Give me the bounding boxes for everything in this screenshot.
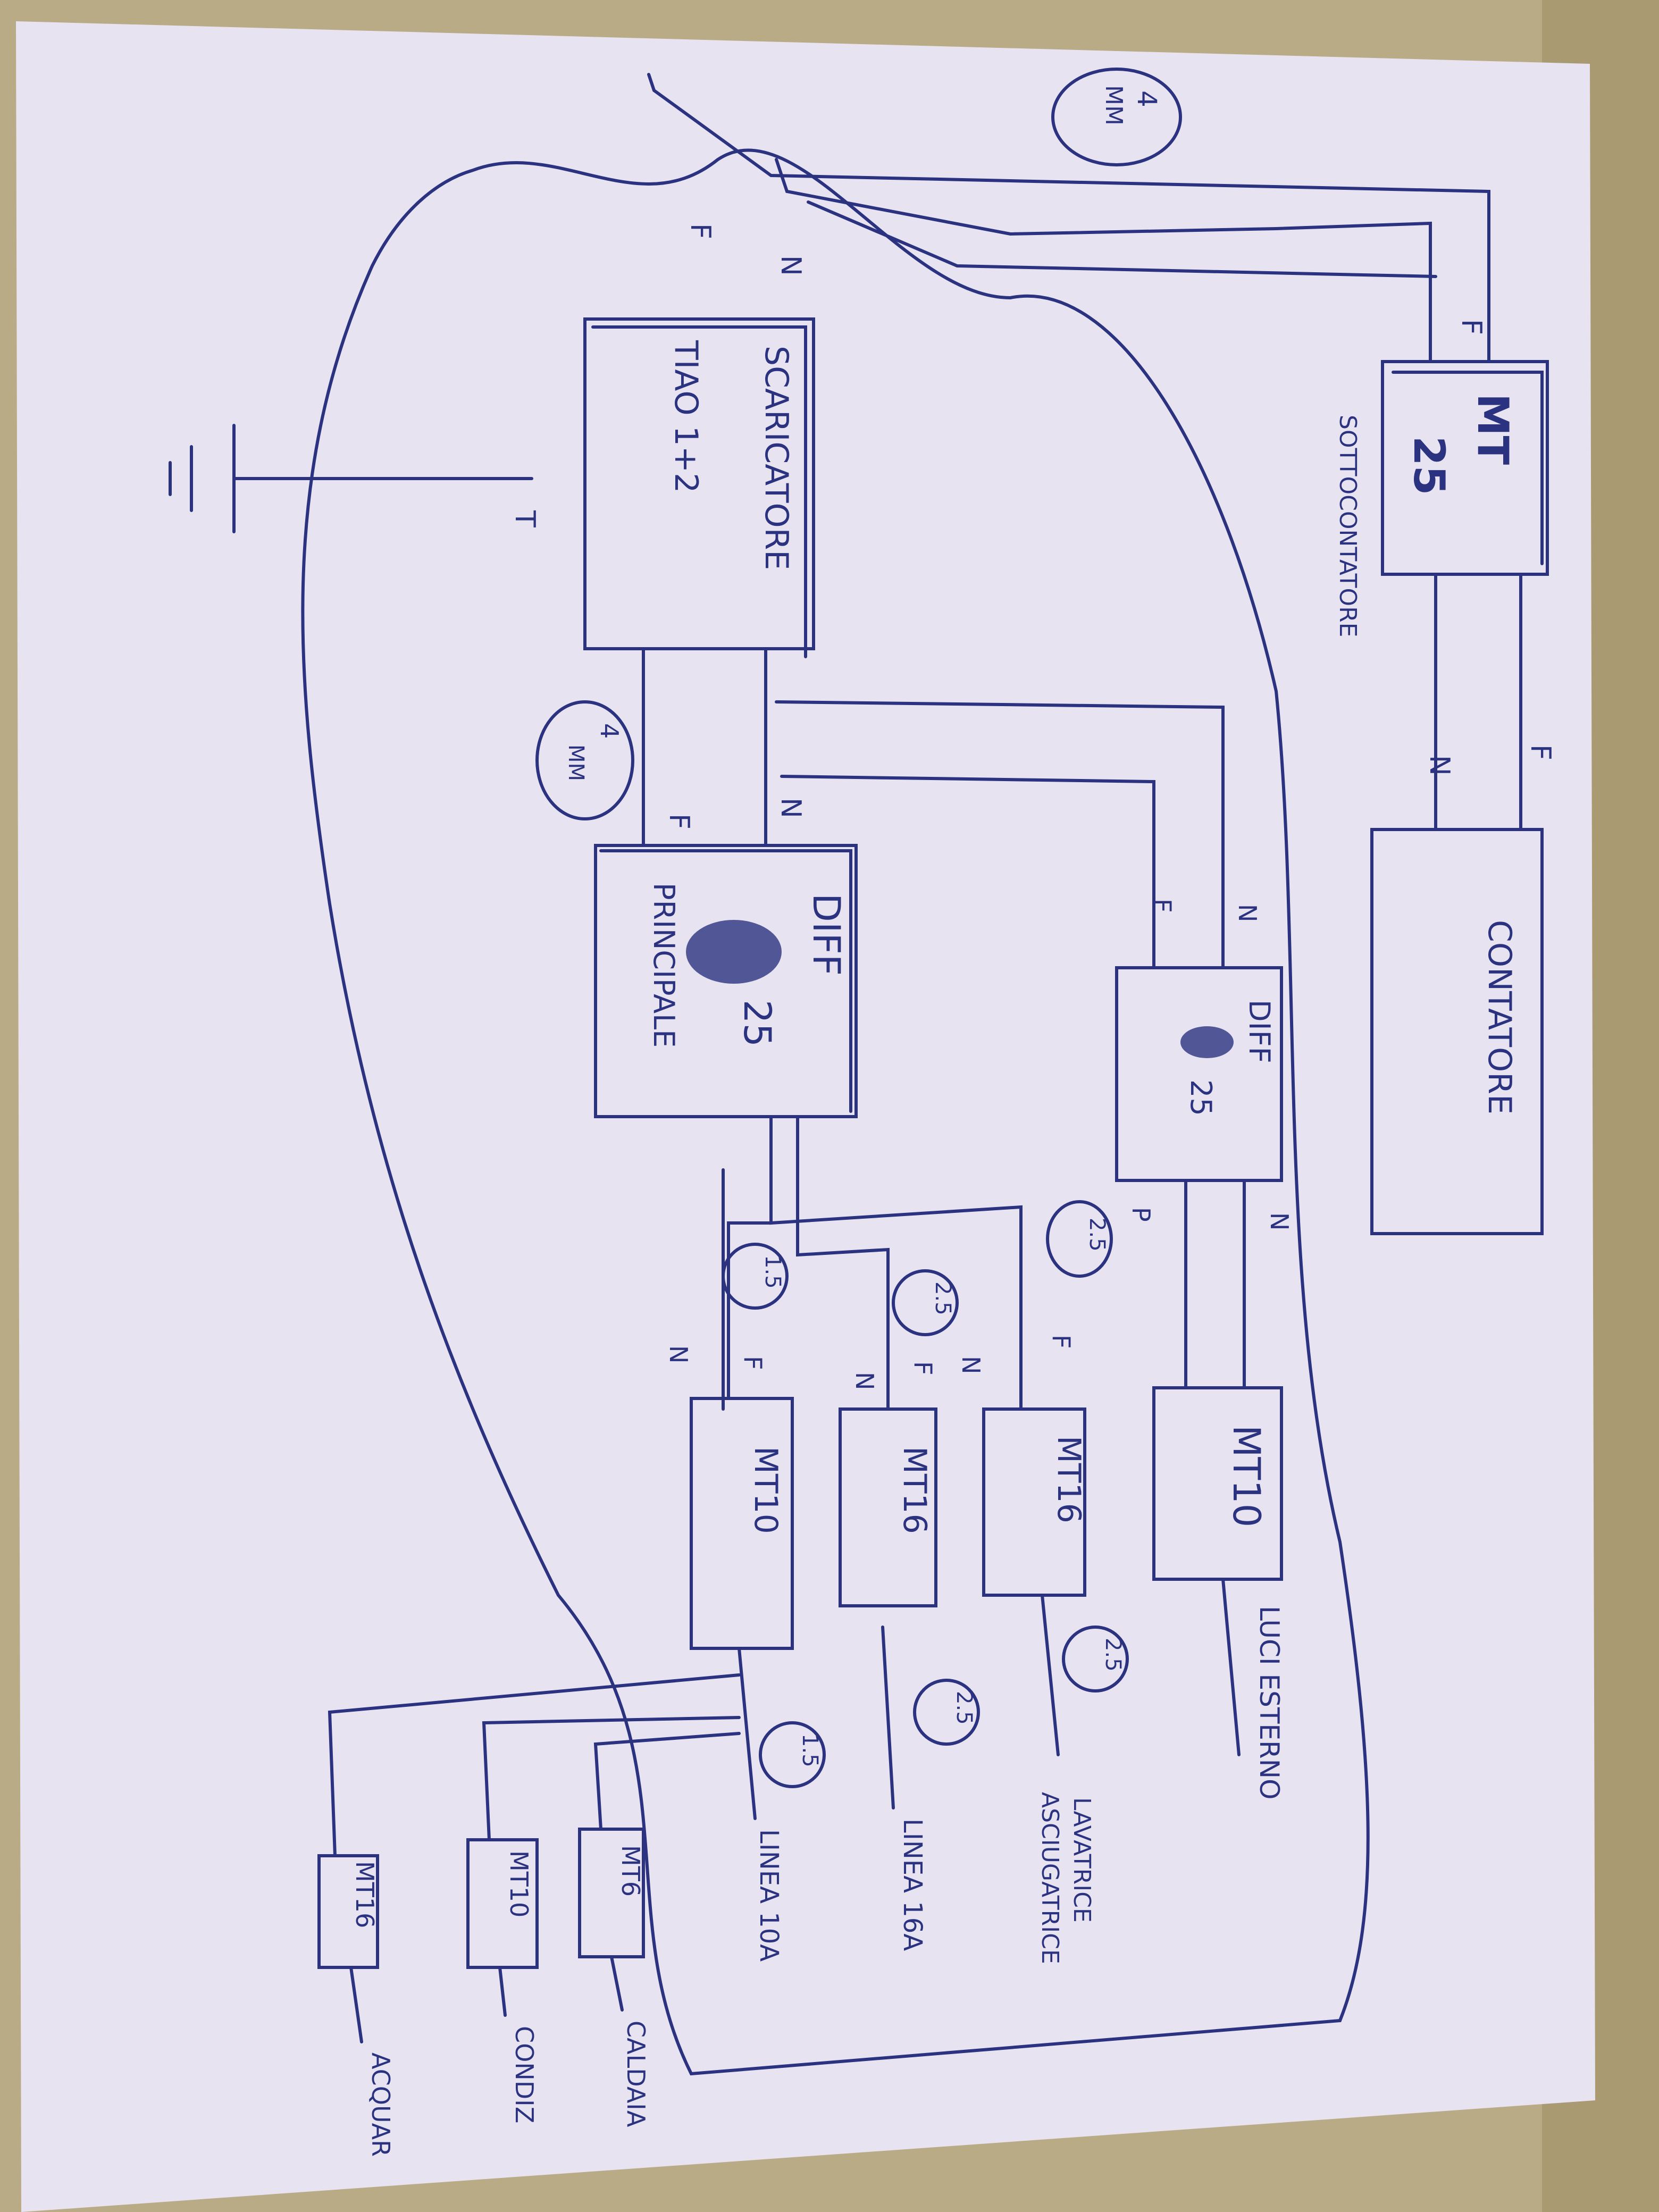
neutral-label: N [1265,1212,1294,1230]
phase-label: F [663,814,695,830]
diff-main-value: 25 [735,1000,779,1047]
section-4mm-top: 4 [1132,90,1162,107]
phase-label: F [739,1356,767,1370]
asciugatrice-label: ASCIUGATRICE [1036,1792,1063,1964]
section-4mm-mid: 4 [595,723,624,739]
mt25-value: 25 [1404,436,1454,495]
neutral-label: N [775,798,807,818]
mt6-label: MT6 [616,1845,645,1897]
mt16-acquar-label: MT16 [350,1861,379,1928]
section-25-d: 2.5 [952,1691,976,1725]
caldaia-label: CALDAIA [622,2021,650,2127]
section-25-a: 2.5 [1085,1218,1109,1252]
section-4mm-mid-unit: MM [564,744,588,781]
linea16a-label: LINEA 16A [898,1819,927,1951]
section-15-a: 1.5 [760,1255,785,1289]
ground-label: T [509,510,541,527]
phase-label: F [1524,744,1556,760]
lavatrice-label: LAVATRICE [1068,1797,1095,1923]
linea10a-label: LINEA 10A [754,1829,784,1962]
section-4mm-top-unit: MM [1100,85,1127,125]
luci-esterno-label: LUCI ESTERNO [1254,1606,1285,1799]
acquar-label: ACQUAR [366,2052,395,2157]
section-25-c: 2.5 [1101,1638,1125,1672]
mt10-luci-label: MT10 [1225,1425,1268,1527]
mt10-condiz-label: MT10 [505,1850,533,1917]
condiz-label: CONDIZ [510,2026,539,2123]
neutral-label: N [1233,904,1262,922]
phase-label: F [909,1361,937,1375]
mt16-linea-label: MT16 [896,1446,933,1534]
sottocontatore-label: SOTTOCONTATORE [1334,415,1361,637]
phase-label: F [684,223,716,239]
contatore-label: CONTATORE [1481,920,1518,1115]
neutral-label: N [664,1345,693,1363]
diff-second-value: 25 [1184,1079,1218,1116]
section-15-b: 1.5 [798,1733,822,1767]
principale-label: PRINCIPALE [647,883,681,1048]
neutral-label: N [957,1356,985,1374]
mt16-lavatrice-label: MT16 [1050,1436,1087,1523]
scribble-blot [686,920,782,984]
diff-second-label: DIFF [1243,1000,1276,1063]
ink-lines [169,73,1549,2076]
neutral-label: N [850,1372,879,1390]
phase-label: F [1148,899,1177,912]
scribble-blot [1180,1026,1234,1058]
phase-label: F [1455,319,1487,335]
scaricatore-label: SCARICATORE [758,346,795,570]
section-25-b: 2.5 [931,1281,955,1316]
mt10-linea-label: MT10 [747,1446,784,1534]
mt25-label: MT [1468,393,1518,465]
neutral-label: N [1423,755,1455,776]
section-circles [535,68,1182,1788]
pole-label: P [1127,1207,1155,1222]
tiao-label: TIAO 1+2 [667,340,705,493]
neutral-label: N [775,255,807,276]
phase-label: F [1047,1335,1076,1348]
diff-main-label: DIFF [805,893,848,976]
